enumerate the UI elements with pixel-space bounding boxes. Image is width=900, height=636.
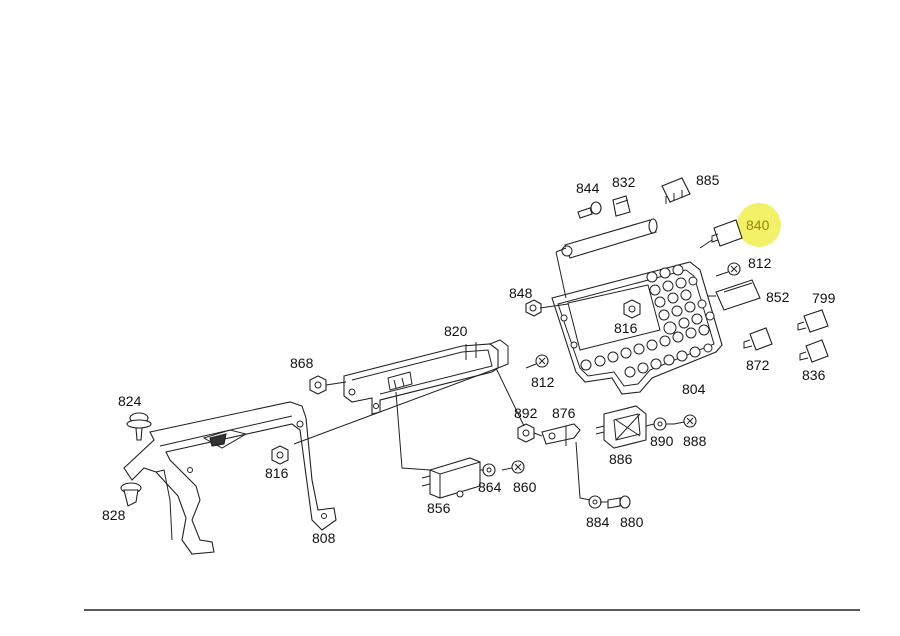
label-812-upper[interactable]: 812 xyxy=(748,255,772,271)
relay-799[interactable] xyxy=(797,309,829,333)
nut-848[interactable] xyxy=(525,299,542,317)
screw-812-upper[interactable] xyxy=(715,262,741,277)
relay-872[interactable] xyxy=(743,327,773,351)
connector-strip-840[interactable] xyxy=(555,218,658,299)
label-840[interactable]: 840 xyxy=(746,217,770,233)
label-890[interactable]: 890 xyxy=(650,433,674,449)
label-884[interactable]: 884 xyxy=(586,514,610,530)
screw-824[interactable] xyxy=(126,412,152,441)
label-868[interactable]: 868 xyxy=(290,355,314,371)
label-864[interactable]: 864 xyxy=(478,479,502,495)
module-856[interactable] xyxy=(421,457,481,499)
relay-836[interactable] xyxy=(799,339,829,363)
label-804[interactable]: 804 xyxy=(682,381,706,397)
label-799[interactable]: 799 xyxy=(812,290,836,306)
bracket-876[interactable] xyxy=(541,423,581,446)
label-836[interactable]: 836 xyxy=(802,367,826,383)
bracket-820[interactable] xyxy=(343,339,509,415)
screw-812-lower[interactable] xyxy=(525,354,549,369)
relay-840[interactable] xyxy=(711,219,743,247)
clip-832[interactable] xyxy=(612,195,631,217)
bolt-880[interactable] xyxy=(607,495,631,509)
label-856[interactable]: 856 xyxy=(427,500,451,516)
washer-884[interactable] xyxy=(588,495,602,509)
label-880[interactable]: 880 xyxy=(620,514,644,530)
label-820[interactable]: 820 xyxy=(444,323,468,339)
screw-888[interactable] xyxy=(673,414,697,428)
assembly-lines xyxy=(293,239,716,503)
label-888[interactable]: 888 xyxy=(683,433,707,449)
screw-860[interactable] xyxy=(501,460,525,474)
label-832[interactable]: 832 xyxy=(612,174,636,190)
label-886[interactable]: 886 xyxy=(609,451,633,467)
fuse-box-804[interactable] xyxy=(551,261,723,395)
washer-890[interactable] xyxy=(653,417,667,431)
highlight-marker xyxy=(737,203,781,247)
label-885[interactable]: 885 xyxy=(696,172,720,188)
relay-885[interactable] xyxy=(661,177,691,204)
label-816-upper[interactable]: 816 xyxy=(614,320,638,336)
label-852[interactable]: 852 xyxy=(766,289,790,305)
label-824[interactable]: 824 xyxy=(118,393,142,409)
label-892[interactable]: 892 xyxy=(514,405,538,421)
clip-828[interactable] xyxy=(120,482,142,507)
bracket-808[interactable] xyxy=(123,401,337,555)
label-844[interactable]: 844 xyxy=(576,180,600,196)
label-816-lower[interactable]: 816 xyxy=(265,465,289,481)
label-808[interactable]: 808 xyxy=(312,530,336,546)
label-812-lower[interactable]: 812 xyxy=(531,374,555,390)
label-848[interactable]: 848 xyxy=(509,285,533,301)
label-860[interactable]: 860 xyxy=(513,479,537,495)
nut-816-lower[interactable] xyxy=(271,445,289,465)
control-box-886[interactable] xyxy=(595,405,647,449)
label-872[interactable]: 872 xyxy=(746,357,770,373)
nut-892[interactable] xyxy=(517,423,535,443)
nut-816-upper[interactable] xyxy=(623,299,641,319)
label-828[interactable]: 828 xyxy=(102,507,126,523)
nut-868[interactable] xyxy=(309,375,327,395)
bolt-844[interactable] xyxy=(577,201,602,219)
label-876[interactable]: 876 xyxy=(552,405,576,421)
washer-864[interactable] xyxy=(482,463,496,477)
relay-852[interactable] xyxy=(715,279,761,311)
callout-labels: 844 832 885 840 812 852 799 848 816 820 … xyxy=(102,172,836,546)
